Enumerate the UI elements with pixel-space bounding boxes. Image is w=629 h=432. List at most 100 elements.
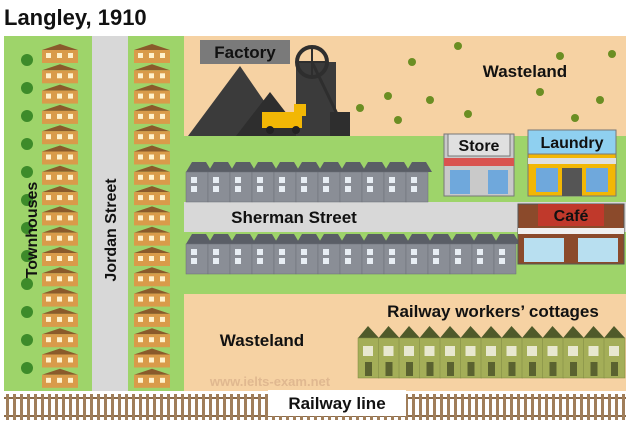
terrace-house [185,162,212,203]
cottage [562,326,585,379]
terrace-house [317,234,344,275]
sleeper [83,394,86,420]
sleeper [90,394,93,420]
bush [21,222,33,234]
sleeper [139,394,142,420]
label-sherman-street: Sherman Street [231,208,357,227]
cottage [419,326,441,379]
sleeper [608,394,611,420]
bush [21,110,33,122]
cottage [480,326,503,379]
sleeper [41,394,44,420]
sleeper [503,394,506,420]
townhouse [42,186,78,206]
sleeper [601,394,604,420]
townhouse [42,64,78,84]
cottage [439,326,462,379]
townhouse [134,267,170,287]
terrace-house [295,234,322,275]
sleeper [468,394,471,420]
store-building [443,133,515,197]
shrub [536,88,544,96]
terrace-house [317,162,344,203]
townhouse [42,165,78,185]
townhouse [134,125,170,145]
sleeper [153,394,156,420]
bush [21,194,33,206]
sleeper [482,394,485,420]
sleeper [454,394,457,420]
terrace-house [207,162,234,203]
bush [21,362,33,374]
townhouse [134,368,170,388]
bush [21,82,33,94]
townhouse [42,247,78,266]
townhouse [42,328,78,348]
railway-label-box [268,390,406,416]
sleeper [538,394,541,420]
terrace-house [251,234,278,275]
bush [21,250,33,262]
sleeper [202,394,205,420]
cottage [398,326,421,379]
terrace-house [361,162,388,203]
sleeper [426,394,429,420]
factory-complex [188,40,350,136]
label-railway-cottages: Railway workers’ cottages [387,302,599,321]
sleeper [580,394,583,420]
sleeper [237,394,240,420]
terrace-house [185,234,212,275]
wasteland-shrubs [356,42,616,124]
sleeper [510,394,513,420]
sleeper [223,394,226,420]
sleeper [97,394,100,420]
label-wasteland-south: Wasteland [220,331,304,350]
terrace-house [361,234,388,275]
sleeper [412,394,415,420]
laundry-building [527,129,617,197]
townhouse [42,44,78,63]
townhouse [134,104,170,124]
townhouse [134,307,170,327]
sleeper [440,394,443,420]
bush [21,278,33,290]
sleeper [146,394,149,420]
bush [21,166,33,178]
sleeper [531,394,534,420]
townhouse [134,165,170,185]
sleeper [615,394,618,420]
cottage [460,326,482,379]
townhouse [134,348,170,368]
sleeper [475,394,478,420]
shrub [394,116,402,124]
sleeper [524,394,527,420]
bush [21,138,33,150]
terrace-house [339,234,366,275]
sleeper [167,394,170,420]
sleeper [517,394,520,420]
townhouse [42,267,78,287]
townhouse [134,145,170,165]
townhouse [134,186,170,206]
townhouse [134,328,170,348]
sleeper [62,394,65,420]
label-wasteland-north: Wasteland [483,62,567,81]
sleeper [181,394,184,420]
townhouse [42,206,78,226]
sleeper [27,394,30,420]
sleeper [132,394,135,420]
label-cafe: Café [554,208,589,225]
label-jordan-street: Jordan Street [103,178,120,282]
sleeper [405,394,408,420]
cottage [521,326,544,379]
townhouse [42,368,78,388]
sleeper [118,394,121,420]
terrace-house [339,162,366,203]
sleeper [587,394,590,420]
townhouse [134,287,170,307]
sleeper [447,394,450,420]
shrub [408,58,416,66]
townhouse [134,247,170,266]
shrub [356,104,364,112]
sleeper [496,394,499,420]
